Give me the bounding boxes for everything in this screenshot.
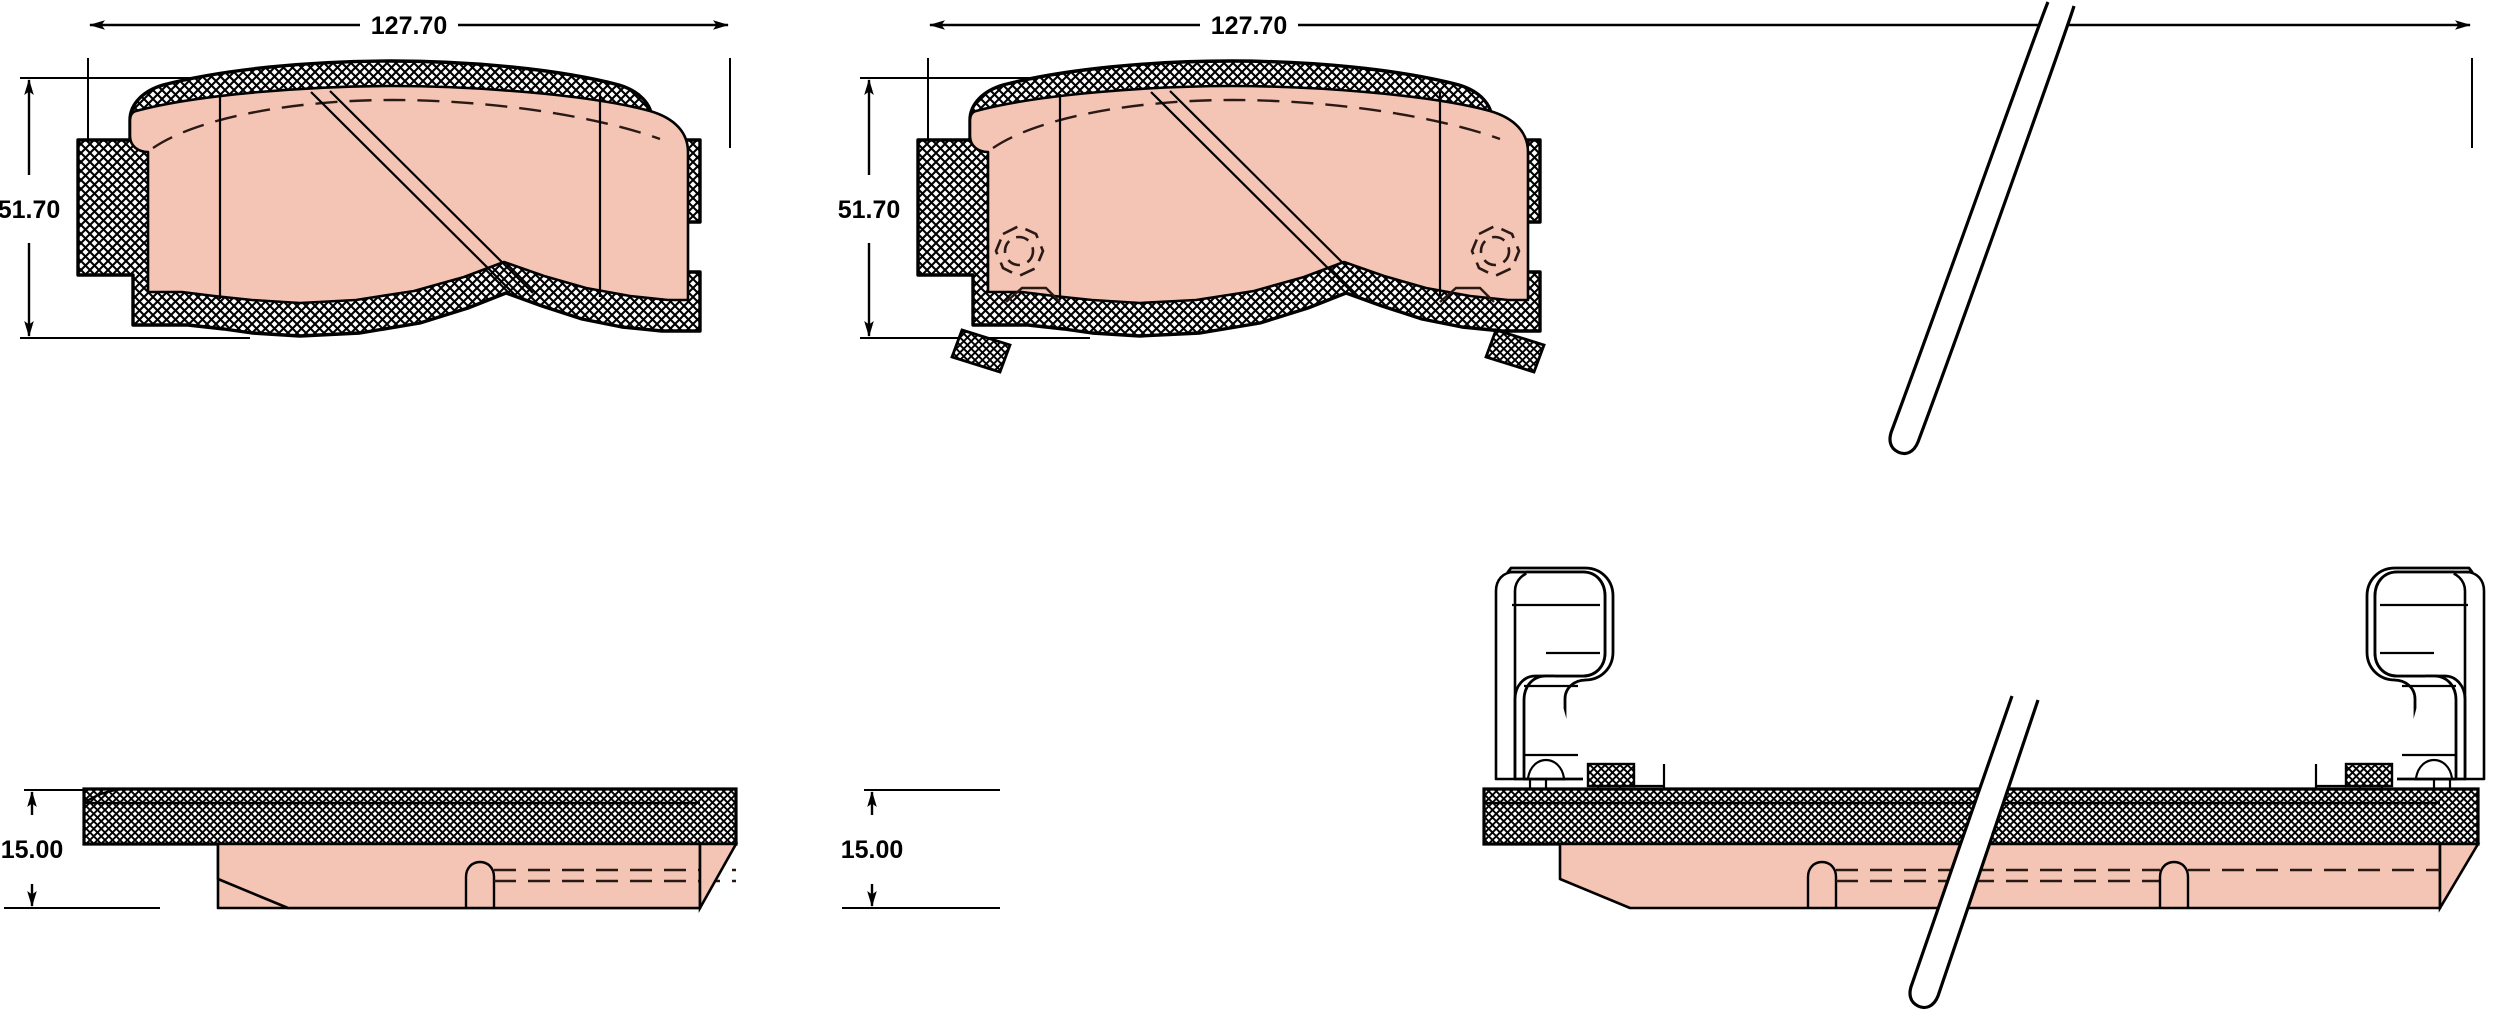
- right-pad-face-view: 127.70 51.70: [838, 1, 2473, 456]
- dimension-thickness-right: 15.00: [841, 789, 1000, 909]
- right-diagonal-slot-edge-1: [1150, 91, 1357, 297]
- right-edge-slot-2: [2158, 860, 2190, 908]
- wear-sensor-wire-lower[interactable]: [1908, 695, 2040, 1010]
- left-diagonal-slot-edge-1: [310, 91, 517, 297]
- dimension-width-right: 127.70: [927, 12, 2473, 148]
- right-pad-edge-view: 15.00: [841, 566, 2486, 1010]
- right-diagonal-slot-edge-2: [1169, 90, 1374, 294]
- dimension-label-width-right: 127.70: [1211, 12, 1287, 40]
- right-chamfer-dashed-line: [992, 98, 1501, 149]
- clip-pad-block: [2344, 762, 2394, 788]
- dimension-width-left: 127.70: [87, 12, 731, 148]
- left-pad-edge-view: 15.00: [1, 787, 739, 913]
- left-edge-right-chamfer: [698, 842, 739, 913]
- left-pad-face-view: 127.70 51.70: [0, 12, 731, 339]
- wear-sensor-mount-hole-left: [994, 224, 1045, 278]
- clip-pad-block: [1586, 762, 1636, 788]
- dimension-label-height-right: 51.70: [838, 196, 901, 224]
- left-diagonal-slot-edge-2: [329, 90, 534, 294]
- dimension-label-thickness-right: 15.00: [841, 836, 904, 864]
- right-edge-right-chamfer: [2438, 842, 2481, 913]
- dimension-label-height-left: 51.70: [0, 196, 60, 224]
- wear-sensor-mount-hole-right: [1470, 224, 1521, 278]
- notch-peak-right: [1439, 286, 1495, 303]
- dimension-label-thickness-left: 15.00: [1, 836, 64, 864]
- retaining-clip-right[interactable]: [2314, 566, 2486, 790]
- dimension-label-width-left: 127.70: [371, 12, 447, 40]
- plate-tab-right: [1484, 328, 1546, 374]
- left-chamfer-dashed-line: [152, 98, 661, 149]
- clip-dimple: [1526, 758, 1566, 779]
- hole-circle: [1479, 235, 1511, 267]
- left-edge-friction-chamfer: [216, 842, 702, 910]
- retaining-clip-left[interactable]: [1494, 566, 1666, 790]
- dimension-height-left: 51.70: [0, 77, 330, 339]
- clip-dimple: [2414, 758, 2454, 779]
- right-edge-friction-material: [1558, 842, 2442, 910]
- hole-circle: [1003, 235, 1035, 267]
- wear-sensor-wire-upper[interactable]: [1888, 1, 2076, 456]
- left-edge-slot: [464, 860, 496, 908]
- notch-peak-left: [1005, 286, 1061, 303]
- right-friction-material: [968, 84, 1530, 305]
- left-edge-backing-plate: [82, 787, 738, 846]
- plate-tab-left: [950, 328, 1012, 374]
- right-edge-slot: [1806, 860, 1838, 908]
- left-edge-plate-inner-line: [83, 787, 125, 804]
- left-friction-material: [128, 84, 690, 305]
